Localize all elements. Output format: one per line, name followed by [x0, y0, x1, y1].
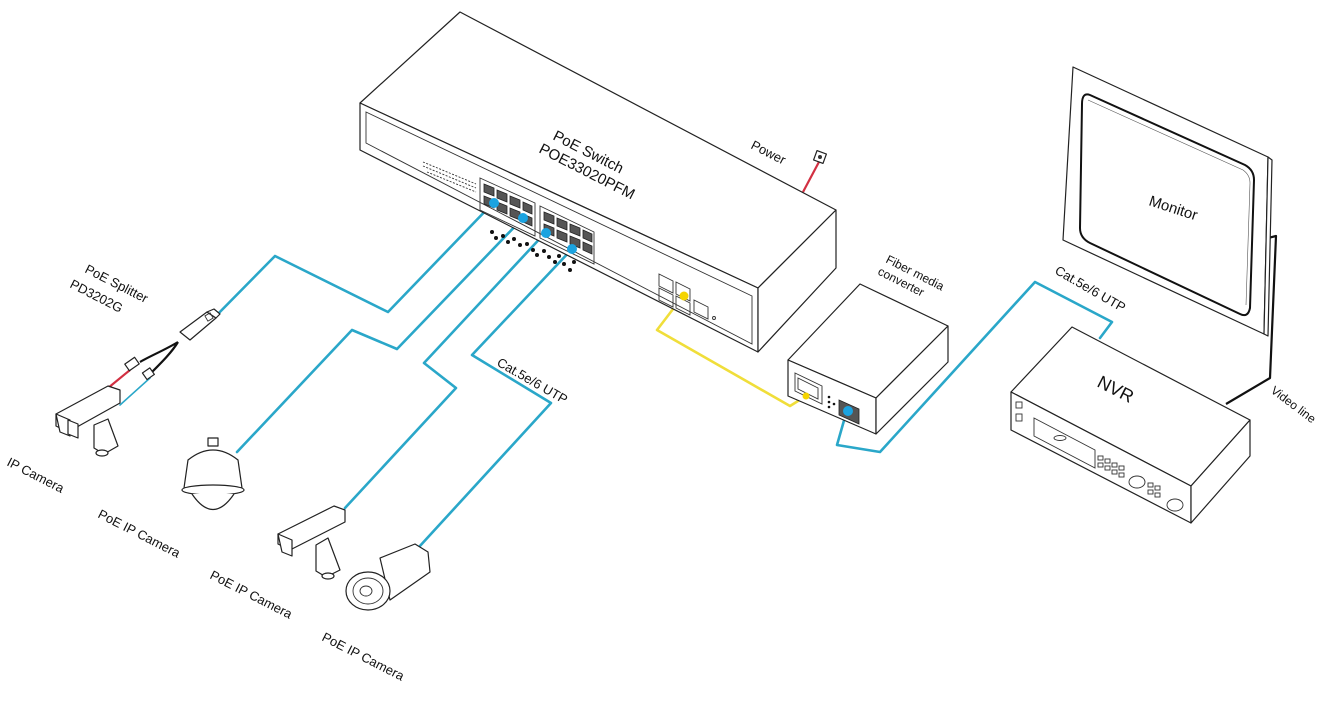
cable-splitter-to-ip-camera: [119, 377, 151, 406]
port-block-1: [479, 177, 536, 237]
ip-camera[interactable]: [55, 385, 121, 457]
monitor[interactable]: [1062, 66, 1273, 337]
cable-switch-to-splitter: [207, 201, 495, 325]
port-plug: [541, 228, 551, 238]
splitter-power-cable: [107, 369, 131, 389]
camera-label-1: IP Camera: [5, 454, 68, 496]
cable-switch-to-box-camera: [343, 230, 548, 510]
cable-switch-to-dome-camera: [235, 216, 525, 454]
video-line-cable: [1225, 234, 1278, 405]
poe-splitter[interactable]: [124, 308, 221, 381]
poe-bullet-camera[interactable]: [345, 543, 431, 611]
cable-switch-to-bullet-camera: [417, 247, 574, 549]
sfp-ports: [658, 273, 716, 320]
port-block-2: [539, 205, 595, 265]
power-cable: [802, 159, 821, 193]
utp-label-right: Cat.5e/6 UTP: [1053, 263, 1129, 315]
poe-box-camera[interactable]: [277, 505, 346, 580]
poe-dome-camera[interactable]: [181, 437, 245, 511]
fiber-media-converter[interactable]: [787, 283, 949, 435]
led-panel: [422, 161, 477, 193]
port-plug: [567, 244, 577, 254]
splitter-pigtails: [139, 341, 179, 373]
converter-leds: [827, 395, 836, 409]
more-ports-indicator: [490, 230, 576, 272]
nvr-knob: [1166, 498, 1184, 512]
nvr-knob: [1128, 475, 1146, 489]
converter-utp-plug: [843, 406, 853, 416]
port-plug: [518, 213, 528, 223]
fiber-plug: [679, 291, 689, 301]
port-plug: [489, 198, 499, 208]
converter-fiber-plug: [802, 392, 810, 400]
camera-label-2: PoE IP Camera: [96, 506, 184, 561]
nvr[interactable]: [1010, 326, 1251, 524]
fiber-cable-switch-to-converter: [655, 294, 808, 408]
utp-label-left: Cat.5e/6 UTP: [495, 355, 571, 407]
power-label: Power: [749, 137, 789, 167]
camera-label-3: PoE IP Camera: [208, 567, 296, 622]
cable-converter-to-nvr: [835, 280, 1114, 454]
nvr-buttons: [1097, 455, 1161, 498]
utp-cables-to-cameras: [119, 201, 574, 549]
poe-switch[interactable]: [359, 11, 837, 353]
camera-label-4: PoE IP Camera: [320, 629, 408, 684]
video-line-label: Video line: [1268, 383, 1319, 426]
